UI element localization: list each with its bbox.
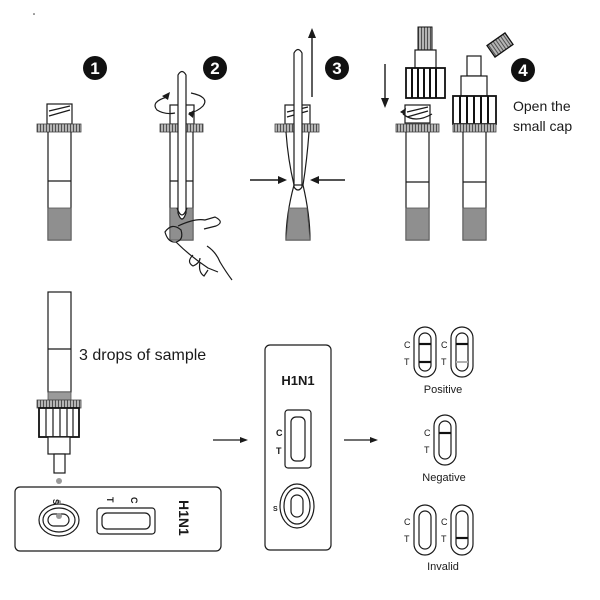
- control-line-label: C: [276, 428, 283, 438]
- control-label: C: [441, 340, 448, 350]
- swab: [177, 70, 187, 220]
- control-label: C: [404, 340, 411, 350]
- test-label: T: [424, 445, 430, 455]
- dropper-cap: [405, 26, 446, 99]
- step-1-badge: 1: [83, 56, 107, 80]
- control-label: C: [441, 517, 448, 527]
- step-3: 3: [250, 28, 349, 241]
- results: C T C T Positive C T Negative C T: [404, 326, 474, 573]
- step-2: 2: [154, 56, 233, 281]
- buffer-tube: [36, 103, 82, 241]
- capped-tube: [452, 55, 497, 241]
- negative-strip: C T: [424, 414, 457, 466]
- control-label: C: [404, 517, 411, 527]
- squeeze-arrows-icon: [250, 176, 345, 184]
- open-small-cap-text-2: small cap: [513, 118, 572, 134]
- test-label: T: [441, 534, 447, 544]
- svg-text:3: 3: [332, 59, 341, 78]
- open-small-cap-text: Open the: [513, 98, 571, 114]
- inverted-tube: [36, 291, 82, 484]
- sample-drop: [56, 478, 62, 484]
- pull-up-arrow-icon: [308, 28, 316, 97]
- sample-well-label: S: [51, 499, 60, 505]
- svg-text:4: 4: [518, 61, 528, 80]
- positive-strip-faint: C T: [441, 326, 474, 378]
- stray-dot: [33, 13, 35, 15]
- test-line-label: T: [105, 497, 115, 503]
- cassette-horizontal: S T C H1N1: [14, 486, 222, 552]
- step-4: 4 Open the small cap: [381, 26, 572, 241]
- small-cap-removed: [486, 32, 514, 58]
- invalid-strip-empty: C T: [404, 504, 437, 556]
- invalid-label: Invalid: [427, 561, 459, 573]
- push-down-arrow-icon: [381, 64, 389, 108]
- cassette-vertical: H1N1 C T S: [264, 344, 332, 551]
- open-tube: [395, 104, 440, 241]
- test-label: T: [441, 357, 447, 367]
- swab: [293, 48, 303, 191]
- negative-label: Negative: [422, 472, 465, 484]
- control-label: C: [424, 428, 431, 438]
- control-line-label: C: [129, 497, 139, 504]
- rotate-arrows-icon: [154, 92, 206, 118]
- tube-with-swab: [159, 70, 204, 241]
- test-line-label: T: [276, 446, 282, 456]
- test-label: T: [404, 357, 410, 367]
- sample-well-label: S: [273, 506, 278, 513]
- positive-strip-strong: C T: [404, 326, 437, 378]
- test-label: T: [404, 534, 410, 544]
- step-4-badge: 4: [511, 58, 535, 82]
- step-3-badge: 3: [325, 56, 349, 80]
- dispense-step: 3 drops of sample S T C H1N1: [14, 291, 222, 552]
- cassette-brand-label: H1N1: [281, 373, 314, 388]
- invalid-strip-test-only: C T: [441, 504, 474, 556]
- hand-icon: [164, 216, 233, 281]
- positive-label: Positive: [424, 384, 463, 396]
- svg-text:1: 1: [90, 59, 99, 78]
- next-arrow-icon: [213, 437, 248, 443]
- cassette-brand-label: H1N1: [176, 500, 192, 536]
- squeezed-tube: [274, 48, 320, 241]
- step-1: 1: [36, 56, 107, 241]
- svg-text:2: 2: [210, 59, 219, 78]
- result-arrow-icon: [344, 437, 378, 443]
- step-2-badge: 2: [203, 56, 227, 80]
- three-drops-text: 3 drops of sample: [79, 347, 206, 364]
